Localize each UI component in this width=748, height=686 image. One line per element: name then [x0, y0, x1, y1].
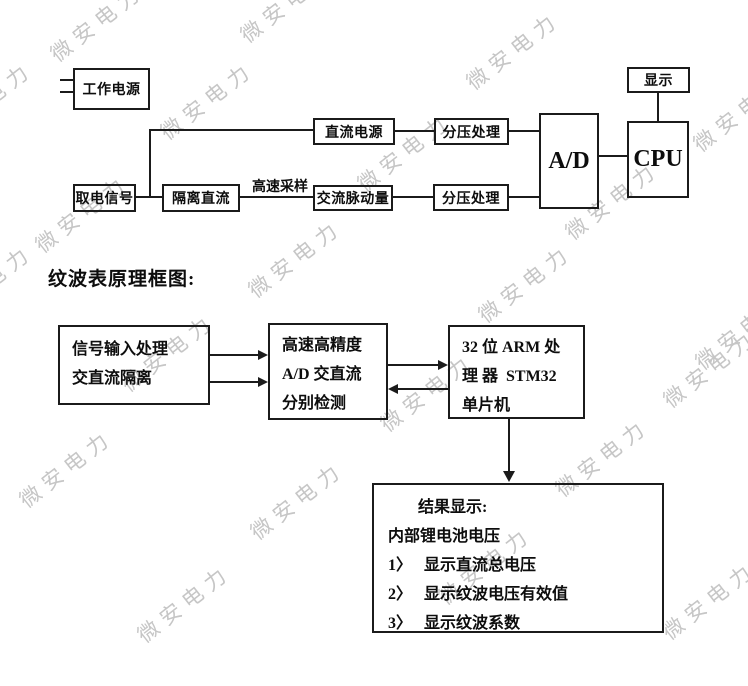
watermark-text: 微安电力	[246, 457, 350, 545]
box-highspeed-adc: 高速高精度 A/D 交直流 分别检测	[268, 323, 388, 420]
connector-line	[396, 388, 448, 390]
connector-line	[136, 196, 162, 198]
box-arm-mcu-line2: 理 器 STM32	[462, 368, 557, 385]
result-item-number: 1〉	[388, 557, 413, 574]
box-work-power-label: 工作电源	[82, 83, 141, 98]
connector-line	[509, 130, 539, 132]
box-display-label: 显示	[644, 74, 673, 89]
box-highspeed-adc-line2: A/D 交直流	[282, 366, 362, 383]
box-isolated-dc: 隔离直流	[162, 184, 240, 212]
connector-line	[508, 419, 510, 471]
box-ac-pulse: 交流脉动量	[313, 185, 393, 211]
box-cpu-label: CPU	[633, 146, 683, 172]
box-arm-mcu-line3: 单片机	[462, 397, 511, 414]
watermark-text: 微安电力	[244, 215, 348, 303]
box-power-signal-label: 取电信号	[75, 192, 134, 207]
box-arm-mcu: 32 位 ARM 处 理 器 STM32 单片机	[448, 325, 585, 419]
result-item: 3〉显示纹波系数	[388, 609, 656, 638]
connector-line	[388, 364, 440, 366]
box-ac-pulse-label: 交流脉动量	[316, 192, 390, 207]
connector-line	[60, 79, 73, 81]
watermark-text: 微安电力	[658, 557, 748, 645]
watermark-text: 微安电力	[474, 240, 578, 328]
box-adc-label: A/D	[548, 147, 590, 174]
section-heading: 纹波表原理框图:	[48, 269, 196, 290]
box-signal-input: 信号输入处理 交直流隔离	[58, 325, 210, 405]
watermark-text: 微安电力	[0, 240, 39, 328]
box-power-signal: 取电信号	[73, 184, 136, 212]
box-result-display: 结果显示: 内部锂电池电压 1〉显示直流总电压 2〉显示纹波电压有效值 3〉显示…	[372, 483, 664, 633]
connector-line	[149, 129, 314, 131]
connector-line	[149, 130, 151, 197]
connector-line	[393, 196, 433, 198]
result-item: 1〉显示直流总电压	[388, 551, 656, 580]
box-work-power: 工作电源	[73, 68, 150, 110]
arrowhead-down-icon	[503, 471, 515, 482]
watermark-text: 微安电力	[0, 57, 39, 145]
watermark-text: 微安电力	[133, 560, 237, 648]
connector-line	[60, 91, 73, 93]
connector-line	[210, 381, 260, 383]
box-signal-input-line2: 交直流隔离	[72, 370, 153, 387]
box-divider-top: 分压处理	[434, 118, 509, 145]
arrowhead-left-icon	[388, 384, 398, 394]
box-cpu: CPU	[627, 121, 689, 198]
box-signal-input-line1: 信号输入处理	[72, 341, 169, 358]
connector-line	[657, 93, 659, 121]
box-dc-power: 直流电源	[313, 118, 395, 145]
result-item-text: 显示直流总电压	[424, 557, 537, 574]
result-title: 结果显示:	[418, 499, 488, 516]
watermark-text: 微安电力	[15, 425, 119, 513]
box-highspeed-adc-line3: 分别检测	[282, 395, 347, 412]
arrowhead-right-icon	[438, 360, 448, 370]
box-highspeed-adc-line1: 高速高精度	[282, 337, 363, 354]
box-display: 显示	[627, 67, 690, 93]
watermark-text: 微安电力	[659, 325, 748, 413]
connector-line	[599, 155, 627, 157]
result-item-number: 2〉	[388, 586, 413, 603]
watermark-text: 微安电力	[156, 57, 260, 145]
box-divider-top-label: 分压处理	[442, 125, 501, 141]
box-isolated-dc-label: 隔离直流	[172, 192, 230, 207]
arrowhead-right-icon	[258, 350, 268, 360]
connector-line	[240, 196, 313, 198]
result-item-text: 显示纹波电压有效值	[424, 586, 569, 603]
box-divider-bottom: 分压处理	[433, 184, 509, 211]
result-item-text: 显示纹波系数	[424, 615, 521, 632]
box-adc: A/D	[539, 113, 599, 209]
watermark-text: 微安电力	[462, 7, 566, 95]
connector-line	[509, 196, 539, 198]
box-divider-bottom-label: 分压处理	[442, 191, 500, 207]
result-item-number: 3〉	[388, 615, 413, 632]
box-dc-power-label: 直流电源	[325, 125, 383, 141]
watermark-text: 微安电力	[46, 0, 150, 67]
box-arm-mcu-line1: 32 位 ARM 处	[462, 339, 561, 356]
watermark-text: 微安电力	[689, 69, 748, 157]
result-subtitle: 内部锂电池电压	[388, 528, 501, 545]
watermark-text: 微安电力	[236, 0, 340, 48]
connector-line	[210, 354, 260, 356]
watermark-text: 微安电力	[31, 170, 135, 258]
arrowhead-right-icon	[258, 377, 268, 387]
connector-line	[395, 130, 434, 132]
result-item: 2〉显示纹波电压有效值	[388, 580, 656, 609]
high-speed-sampling-label: 高速采样	[252, 180, 308, 195]
